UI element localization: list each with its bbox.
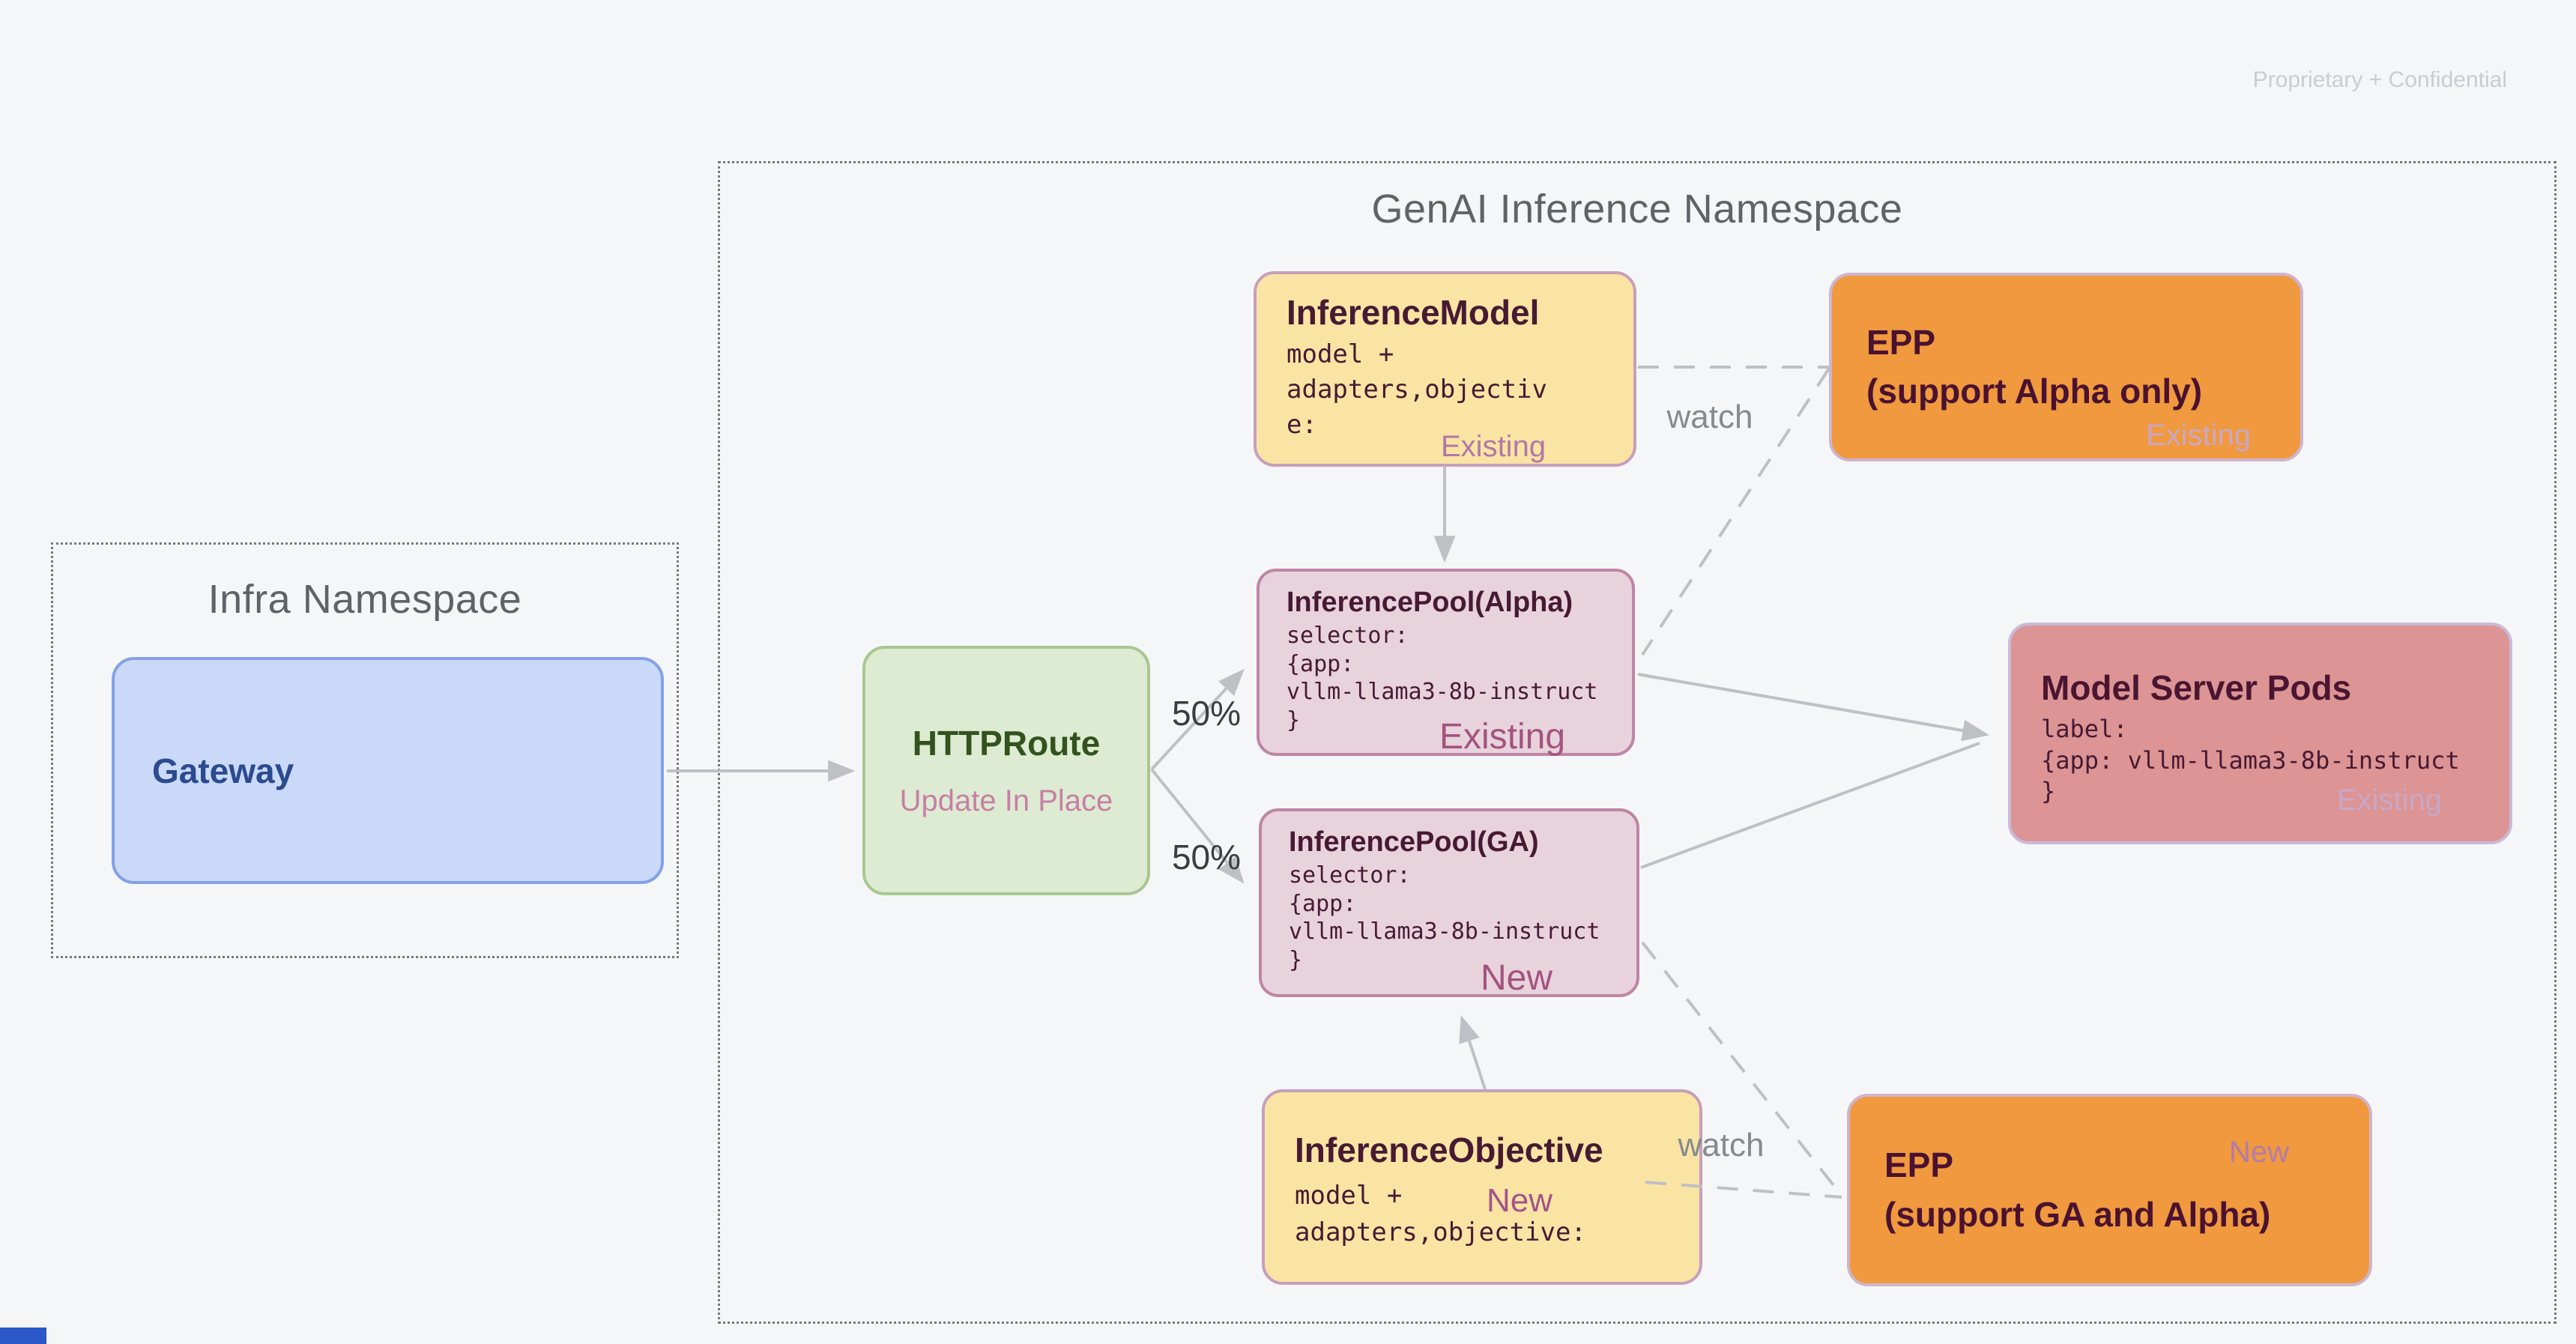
inference-objective-node[interactable]: InferenceObjective model + adapters,obje… xyxy=(1262,1089,1702,1285)
inference-model-title: InferenceModel xyxy=(1287,293,1540,332)
inference-model-spec: model + adapters,objectiv e: xyxy=(1287,339,1547,440)
inference-pool-alpha-node[interactable]: InferencePool(Alpha) selector: {app: vll… xyxy=(1257,569,1635,757)
traffic-split-label-alpha: 50% xyxy=(1171,694,1242,733)
slide-accent-bar xyxy=(0,1328,46,1344)
inference-pool-ga-node[interactable]: InferencePool(GA) selector: {app: vllm-l… xyxy=(1259,808,1639,998)
inference-model-status-badge: Existing xyxy=(1441,430,1546,463)
httproute-subtitle: Update In Place xyxy=(899,784,1113,817)
inference-model-node[interactable]: InferenceModel model + adapters,objectiv… xyxy=(1254,271,1636,467)
epp-ga-title: EPP xyxy=(1884,1145,1954,1185)
model-server-pods-label: label: {app: vllm-llama3-8b-instruct } xyxy=(2041,715,2460,806)
model-server-pods-title: Model Server Pods xyxy=(2041,668,2352,707)
epp-alpha-title: EPP xyxy=(1866,322,1936,362)
inference-pool-ga-selector: selector: {app: vllm-llama3-8b-instruct … xyxy=(1289,862,1600,973)
model-server-pods-status-badge: Existing xyxy=(2336,784,2442,817)
inference-objective-title: InferenceObjective xyxy=(1295,1130,1603,1169)
epp-ga-node[interactable]: EPP (support GA and Alpha) New xyxy=(1847,1094,2372,1286)
model-server-pods-node[interactable]: Model Server Pods label: {app: vllm-llam… xyxy=(2008,623,2512,844)
infra-namespace-container: Infra Namespace xyxy=(51,542,679,958)
epp-alpha-status-badge: Existing xyxy=(2145,419,2251,452)
inference-pool-alpha-selector: selector: {app: vllm-llama3-8b-instruct … xyxy=(1287,623,1598,733)
genai-namespace-container: GenAI Inference Namespace xyxy=(718,161,2557,1324)
httproute-node[interactable]: HTTPRoute Update In Place xyxy=(862,646,1150,895)
watch-label-bottom: watch xyxy=(1678,1127,1765,1163)
httproute-title: HTTPRoute xyxy=(912,724,1101,763)
gateway-title: Gateway xyxy=(152,751,294,790)
genai-namespace-title: GenAI Inference Namespace xyxy=(1371,187,1903,231)
epp-alpha-node[interactable]: EPP (support Alpha only) Existing xyxy=(1829,273,2303,461)
confidential-watermark: Proprietary + Confidential xyxy=(2252,67,2507,92)
epp-ga-subtitle: (support GA and Alpha) xyxy=(1884,1194,2271,1234)
watch-label-top: watch xyxy=(1666,399,1753,435)
inference-objective-status-badge: New xyxy=(1487,1182,1553,1219)
epp-ga-status-badge: New xyxy=(2229,1136,2290,1169)
inference-objective-spec: model + adapters,objective: xyxy=(1295,1181,1586,1248)
inference-pool-alpha-title: InferencePool(Alpha) xyxy=(1287,587,1573,618)
traffic-split-label-ga: 50% xyxy=(1171,838,1242,877)
inference-pool-ga-status-badge: New xyxy=(1481,958,1553,998)
epp-alpha-subtitle: (support Alpha only) xyxy=(1866,372,2203,411)
inference-pool-ga-title: InferencePool(GA) xyxy=(1289,826,1539,858)
gateway-node[interactable]: Gateway xyxy=(112,657,664,884)
inference-pool-alpha-status-badge: Existing xyxy=(1439,717,1566,757)
infra-namespace-title: Infra Namespace xyxy=(208,577,522,622)
